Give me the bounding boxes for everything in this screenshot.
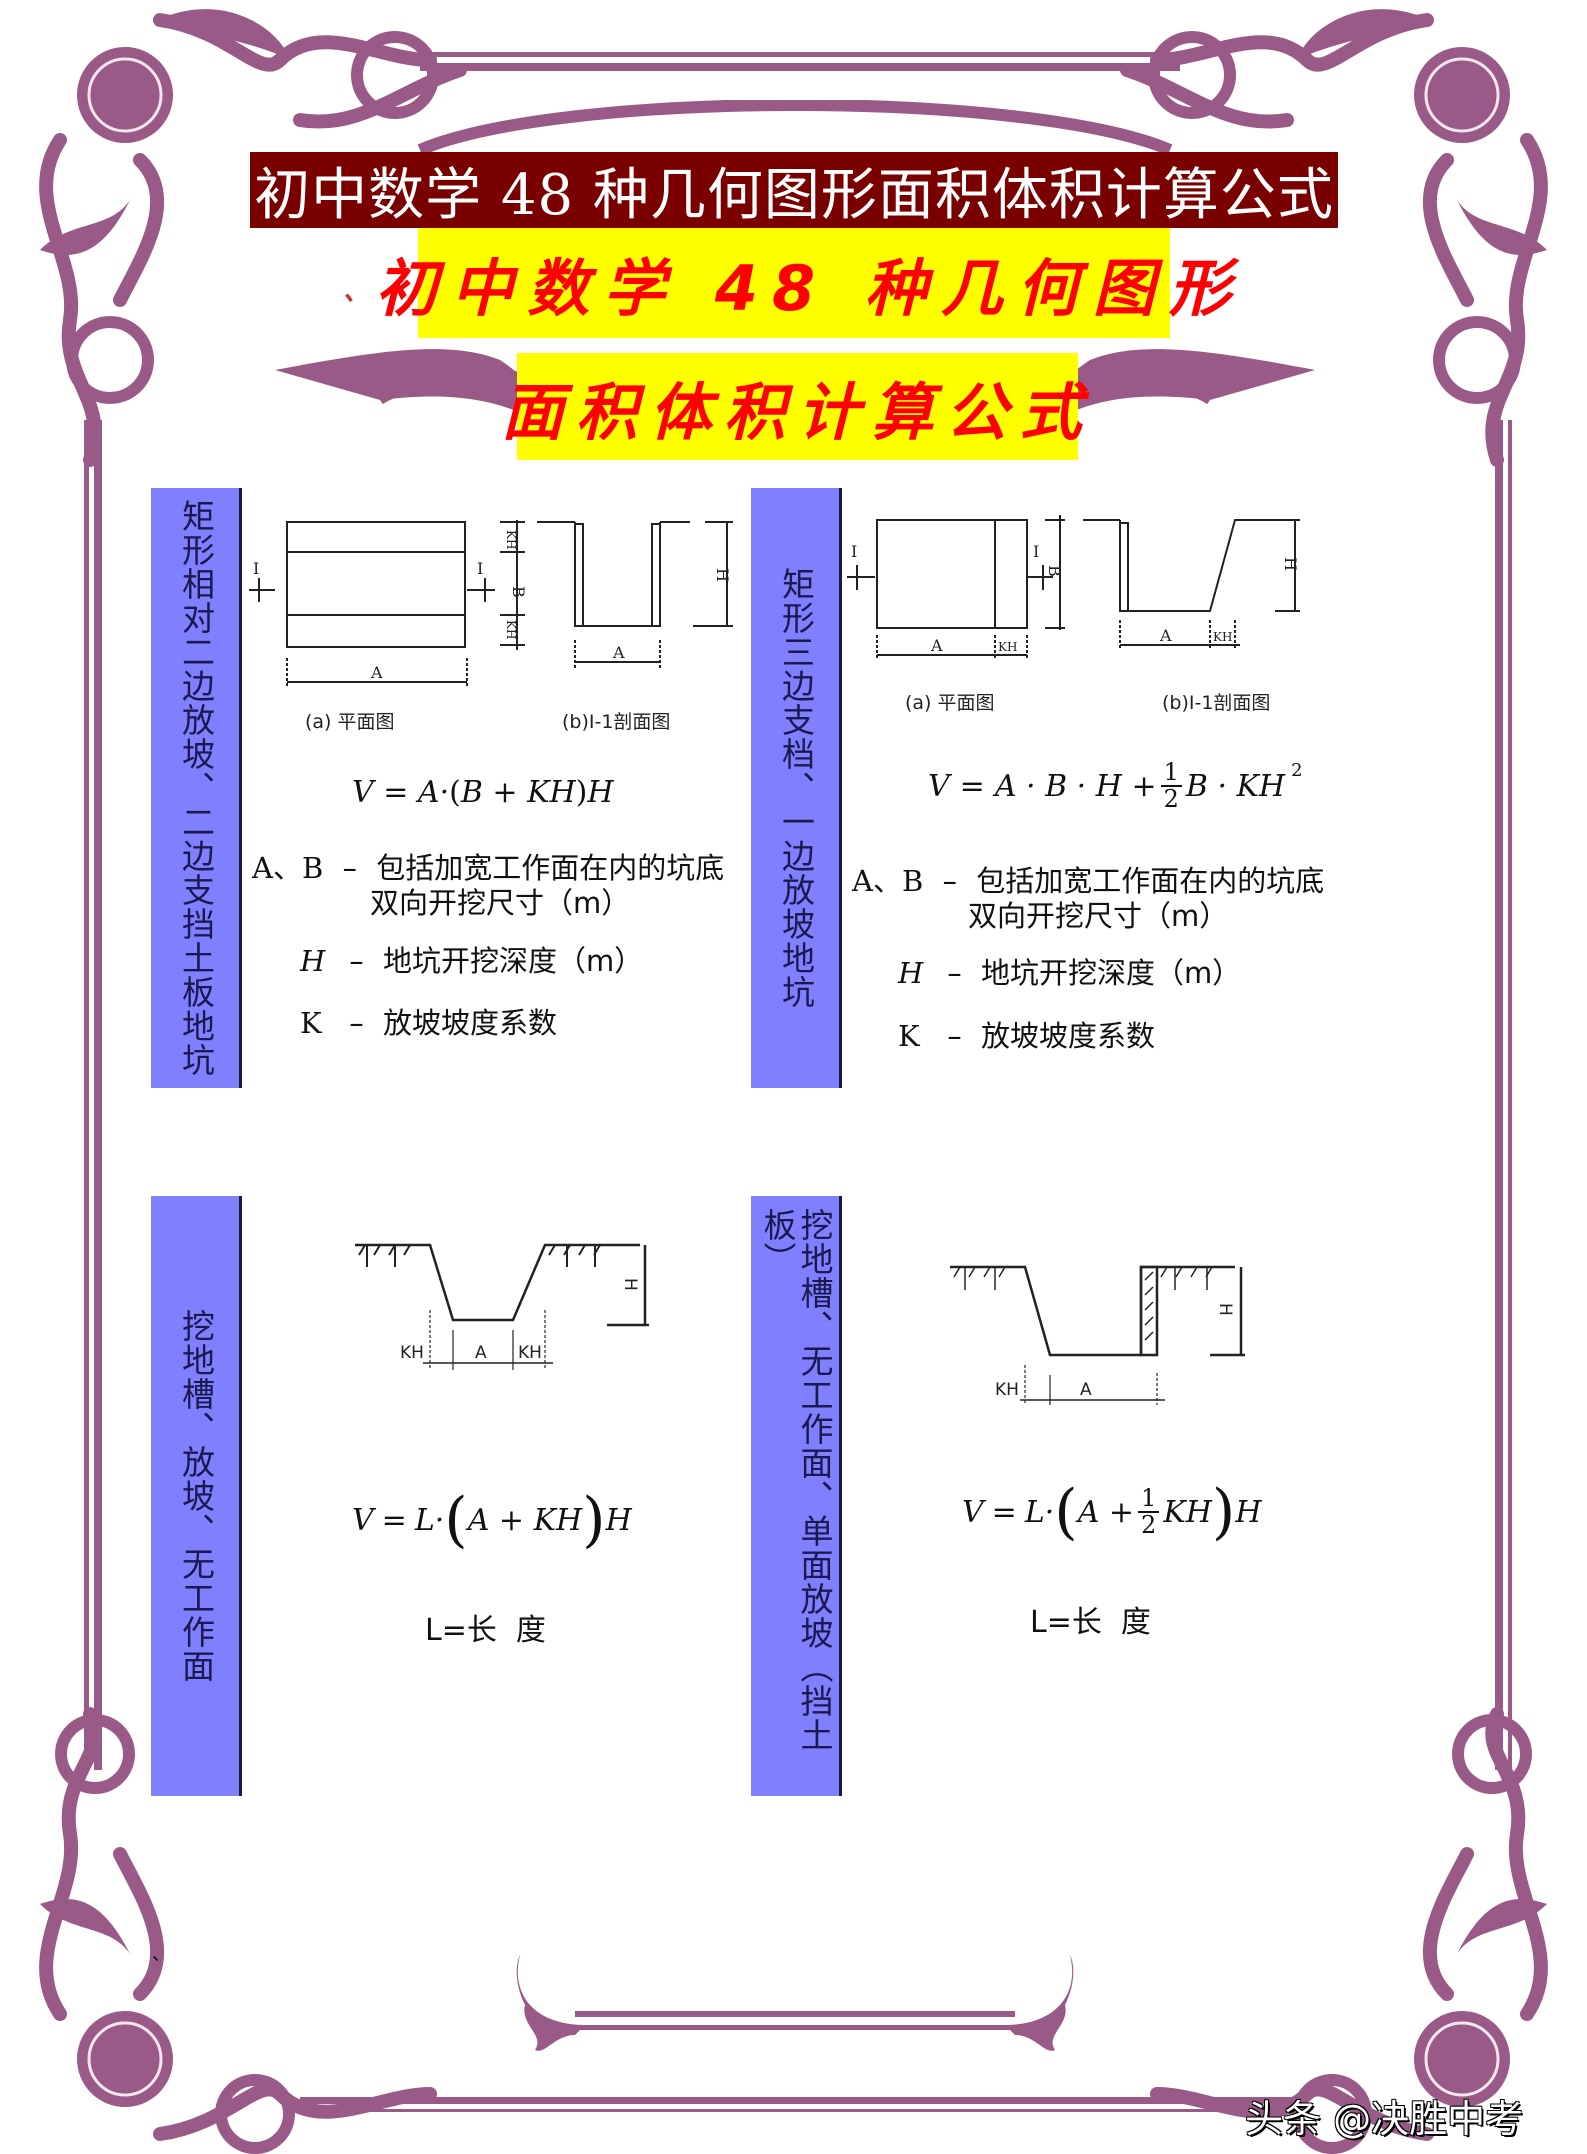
- frame-right-line: [1495, 420, 1503, 1770]
- frame-bottom-line-inner: [300, 2109, 1300, 2112]
- dim-KH: KH: [995, 1380, 1019, 1400]
- section-caption: (b)I-1剖面图: [562, 711, 671, 733]
- banner-line-2: 面积体积计算公式: [502, 353, 1082, 460]
- dim-H: H: [1281, 557, 1300, 571]
- dim-A-plan: A: [930, 636, 943, 655]
- dim-H: H: [713, 568, 732, 582]
- corner-ornament-top-left: [39, 9, 467, 467]
- dim-KH-right: KH: [518, 1343, 542, 1363]
- legend-item-K: K – 放坡坡度系数: [898, 1019, 1155, 1053]
- page-title: 初中数学 48 种几何图形面积体积计算公式: [250, 152, 1338, 228]
- section-mark-left: I: [253, 559, 259, 578]
- dim-A-section: A: [612, 643, 625, 662]
- pit-diagram: I I A KH B A KH H: [847, 515, 1300, 660]
- legend-item-AB: A、B – 包括加宽工作面在内的坑底: [252, 851, 725, 885]
- length-note: L=长 度: [1030, 1605, 1151, 1640]
- legend-item-H: H – 地坑开挖深度（m）: [300, 944, 644, 978]
- frame-left-line: [84, 420, 89, 1770]
- frame-top-line-inner: [420, 63, 1180, 71]
- legend-item-K: K – 放坡坡度系数: [300, 1006, 557, 1040]
- banner-line-1-text: 初中数学 48 种几何图形: [375, 252, 1245, 325]
- section-mark-right: I: [1033, 542, 1039, 561]
- dim-KH-bottom: KH: [504, 620, 518, 639]
- corner-ornament-bottom-left: [39, 1707, 437, 2154]
- frame-left-line-inner: [94, 420, 102, 1770]
- plan-caption: (a) 平面图: [905, 692, 995, 714]
- corner-ornament-bottom-right: [1150, 1707, 1548, 2154]
- panel-label: 矩形三边支档、一边放坡地坑: [751, 488, 842, 1088]
- legend-item-H: H – 地坑开挖深度（m）: [898, 956, 1242, 990]
- dim-KH-left: KH: [400, 1343, 424, 1363]
- dim-A: A: [475, 1343, 487, 1363]
- dim-KH-section: KH: [1213, 630, 1232, 644]
- plan-caption: (a) 平面图: [305, 711, 395, 733]
- frame-right-line-inner: [1508, 420, 1512, 1770]
- panel-label: 挖地槽、放坡、无工作面: [151, 1196, 242, 1796]
- banner-line-1: 、 初中数学 48 种几何图形: [343, 228, 1231, 338]
- watermark: 头条 @决胜中考: [1245, 2097, 1524, 2141]
- frame-bottom-line: [300, 2097, 1300, 2104]
- panel-label: 矩形相对二边放坡、二边支挡土板地坑: [151, 488, 242, 1088]
- legend-item-AB-cont: 双向开挖尺寸（m）: [370, 886, 631, 920]
- stray-mark: 、: [152, 1944, 170, 1965]
- volume-formula: V = A·(B + KH)H: [352, 775, 614, 810]
- panel-label: 挖地槽、无工作面、单面放坡（挡土板）: [751, 1196, 842, 1796]
- dim-H: H: [1215, 1303, 1235, 1316]
- pit-diagram: I I A A B KH KH H: [249, 520, 733, 688]
- bottom-center-ornament: [516, 1955, 1074, 2051]
- dim-A-plan: A: [370, 663, 383, 682]
- trench-diagram: KH A H: [950, 1265, 1245, 1405]
- legend-item-AB-cont: 双向开挖尺寸（m）: [968, 899, 1229, 933]
- legend-item-AB: A、B – 包括加宽工作面在内的坑底: [852, 864, 1325, 898]
- dim-A-section: A: [1159, 626, 1172, 645]
- volume-formula: V = L· ( A + KH ) H: [352, 1485, 632, 1555]
- dim-B: B: [1045, 565, 1064, 577]
- length-note: L=长 度: [425, 1613, 546, 1648]
- section-caption: (b)I-1剖面图: [1162, 692, 1271, 714]
- dim-H: H: [620, 1278, 640, 1291]
- dim-B: B: [509, 586, 528, 598]
- dim-KH-plan: KH: [998, 640, 1017, 654]
- corner-ornament-top-right: [1120, 9, 1548, 467]
- section-mark-left: I: [851, 542, 857, 561]
- banner-mark: 、: [343, 277, 370, 307]
- trench-diagram: KH A KH H: [355, 1243, 649, 1370]
- dim-KH-top: KH: [504, 530, 518, 549]
- frame-top-line: [420, 52, 1180, 57]
- dim-A: A: [1080, 1380, 1092, 1400]
- section-mark-right: I: [477, 559, 483, 578]
- top-center-ornament: [275, 100, 1315, 445]
